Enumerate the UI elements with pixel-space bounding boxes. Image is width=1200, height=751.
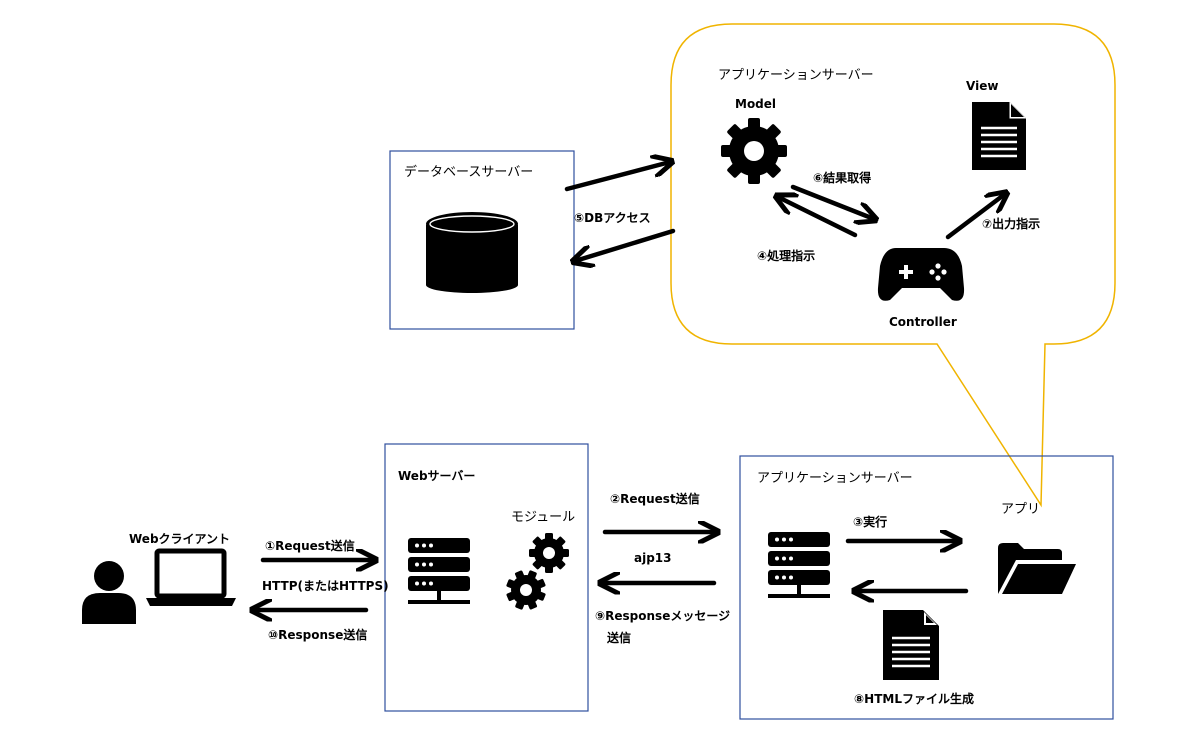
gears-icon [506,533,569,610]
controller-label: Controller [889,315,957,329]
app-server-bottom-title: アプリケーションサーバー [757,471,913,486]
user-icon [82,561,136,624]
app-server-top-title: アプリケーションサーバー [718,68,874,83]
app-server-box [739,455,1114,720]
step5-label: ⑤DBアクセス [574,211,651,225]
app-server-bubble [670,23,1116,508]
server-icon [408,538,470,604]
step4-label: ④処理指示 [757,249,816,263]
db-server-box [389,150,575,330]
step9-label-line1: ⑨Responseメッセージ [595,609,731,623]
arrow-step5-return [575,228,676,261]
gear-icon [721,118,787,184]
document-icon [883,610,939,680]
document-icon [972,102,1026,170]
app-label: アプリ [1001,502,1041,517]
ajp-label: ajp13 [634,551,672,565]
view-label: View [966,79,999,93]
protocol-label: HTTP(またはHTTPS) [262,579,389,593]
arrow-step4 [778,197,858,238]
arrow-step5-db [564,162,670,192]
step10-label: ⑩Response送信 [268,628,368,642]
gamepad-icon [877,248,965,301]
arrow-step7 [945,194,1005,240]
step6-label: ⑥結果取得 [813,171,872,185]
step3-label: ③実行 [853,515,888,529]
step9-label-line2: 送信 [607,631,632,645]
step8-label: ⑧HTMLファイル生成 [854,692,974,706]
step7-label: ⑦出力指示 [982,217,1041,231]
database-icon [426,212,518,293]
module-label: モジュール [511,510,576,525]
server-icon [768,532,830,598]
web-server-box [384,443,589,712]
web-client-title: Webクライアント [129,532,231,546]
db-server-title: データベースサーバー [404,165,534,180]
step2-label: ②Request送信 [610,492,700,506]
arrow-step6 [790,184,874,219]
folder-icon [998,543,1076,594]
model-label: Model [735,97,777,111]
laptop-icon [146,548,236,606]
step1-label: ①Request送信 [265,539,355,553]
web-server-title: Webサーバー [398,469,476,483]
